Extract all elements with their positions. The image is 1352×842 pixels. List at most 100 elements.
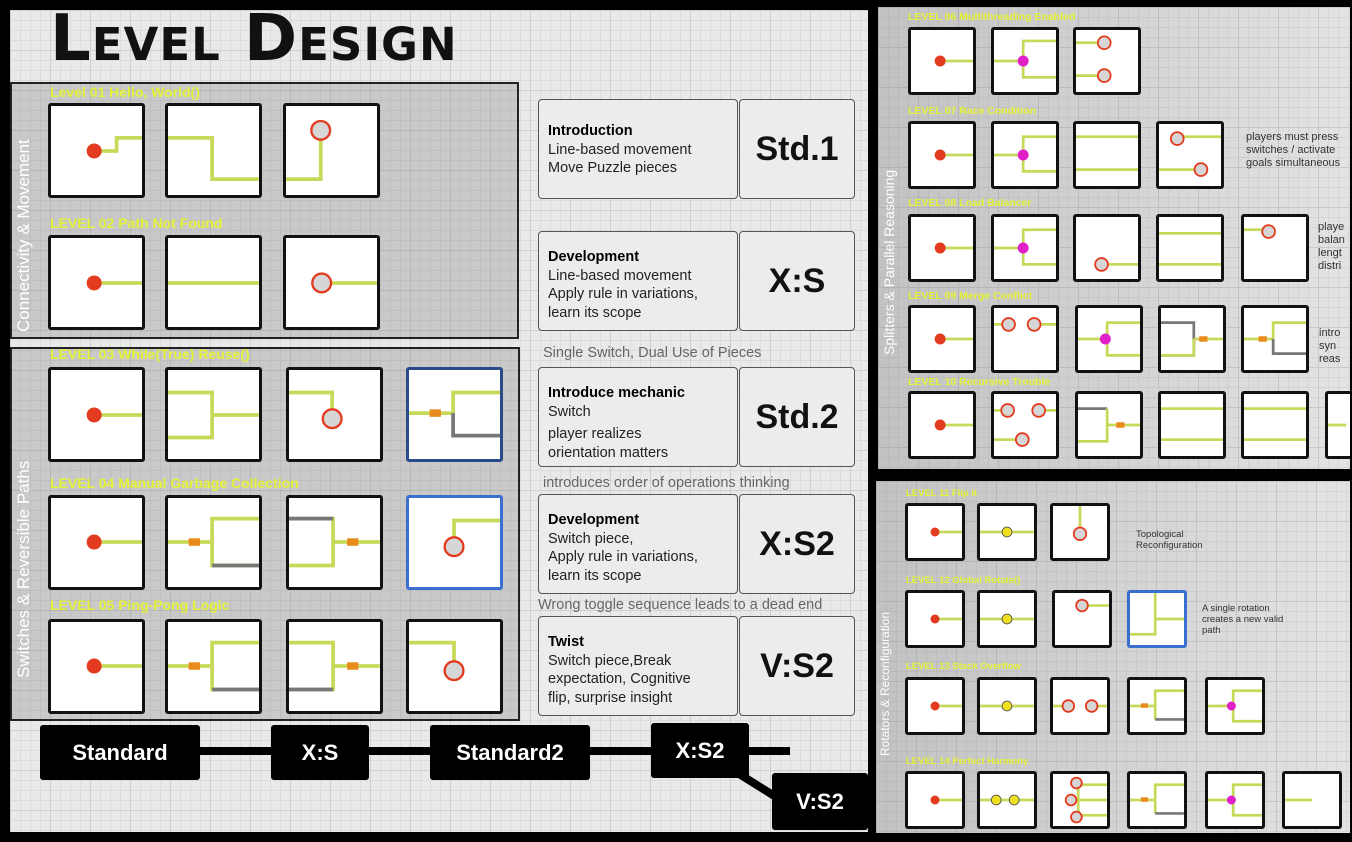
level-10-label: LEVEL 10 Recursive Trouble (908, 376, 1051, 388)
side-note: Topological Reconfiguration (1136, 529, 1203, 551)
side-note-line: playe (1318, 221, 1345, 233)
puzzle-cell (991, 121, 1059, 189)
puzzle-cell (1156, 121, 1224, 189)
stage-tag: Std.2 (739, 367, 855, 467)
stage-tag: X:S2 (739, 494, 855, 594)
description-line: learn its scope (548, 304, 642, 321)
flow-step-xs2: X:S2 (651, 723, 749, 778)
description-line: orientation matters (548, 444, 669, 461)
description-card: Development Line-based movement Apply ru… (538, 231, 738, 331)
puzzle-cell (1205, 771, 1265, 829)
flow-step-xs: X:S (271, 725, 369, 780)
side-note-line: creates a new valid (1202, 614, 1284, 625)
description-line: expectation, Cognitive (548, 671, 691, 687)
description-card: Introduction Line-based movement Move Pu… (538, 99, 738, 199)
left-panel: Level Design Connectivity & Movement Swi… (10, 10, 868, 832)
description-line: Move Puzzle pieces (548, 160, 677, 176)
puzzle-cell (1075, 305, 1143, 373)
puzzle-cell (48, 103, 145, 198)
puzzle-cell (991, 391, 1059, 459)
side-note-line: Topological (1136, 529, 1184, 540)
puzzle-cell (165, 103, 262, 198)
section-rotators-label: Rotators & Reconfiguration (878, 611, 892, 756)
side-note-line: reas (1319, 353, 1341, 365)
puzzle-cell (1073, 121, 1141, 189)
puzzle-cell (1156, 214, 1224, 282)
side-note-line: syn (1319, 340, 1337, 352)
description-card: Development Switch piece, Apply rule in … (538, 494, 738, 594)
puzzle-cell (977, 677, 1037, 735)
description-line: Apply rule in variations, (548, 286, 698, 302)
puzzle-cell-selected (406, 367, 503, 462)
description-title: Development (548, 249, 640, 265)
level-04-label: LEVEL 04 Manual Garbage Collection (50, 475, 299, 491)
puzzle-cell (1052, 590, 1112, 648)
side-note-line: Reconfiguration (1136, 540, 1203, 551)
flow-step-vs2: V:S2 (772, 773, 868, 830)
puzzle-cell (1050, 771, 1110, 829)
puzzle-cell (1158, 305, 1226, 373)
puzzle-cell (908, 305, 976, 373)
puzzle-cell (908, 27, 976, 95)
puzzle-cell (1205, 677, 1265, 735)
design-note: introduces order of operations thinking (543, 475, 790, 491)
description-line: Line-based movement (548, 267, 692, 284)
design-note: Single Switch, Dual Use of Pieces (543, 345, 762, 361)
side-note: players must press switches / activate g… (1246, 131, 1340, 170)
description-card: Introduce mechanic Switch player realize… (538, 367, 738, 467)
rotators-panel: Rotators & Reconfiguration LEVEL 11 Flip… (876, 481, 1350, 833)
puzzle-cell (905, 677, 965, 735)
description-title: Development (548, 512, 640, 528)
puzzle-cell (908, 214, 976, 282)
level-03-label: LEVEL 03 While(True) Reuse() (50, 346, 250, 362)
puzzle-cell (991, 305, 1059, 373)
level-14-label: LEVEL 14 Perfect Harmony (906, 756, 1029, 767)
flow-step-standard: Standard (40, 725, 200, 780)
puzzle-cell (908, 391, 976, 459)
side-note: playe balan lengt distri (1318, 221, 1345, 273)
puzzle-cell (1050, 503, 1110, 561)
description-title: Introduction (548, 123, 633, 139)
stage-tag: V:S2 (739, 616, 855, 716)
puzzle-cell (977, 503, 1037, 561)
side-note: intro syn reas (1319, 327, 1340, 366)
side-note-line: A single rotation (1202, 603, 1270, 614)
puzzle-cell (977, 590, 1037, 648)
puzzle-cell (908, 121, 976, 189)
puzzle-cell (48, 235, 145, 330)
level-07-label: LEVEL 07 Race Condition (908, 105, 1037, 117)
puzzle-cell (283, 103, 380, 198)
level-01-label: Level 01 Hello, World() (50, 84, 200, 100)
side-note-line: balan (1318, 234, 1345, 246)
level-09-label: LEVEL 09 Merge Conflict (908, 290, 1033, 302)
description-line: Switch piece, (548, 530, 634, 547)
side-note-line: players must press (1246, 131, 1339, 143)
puzzle-cell (905, 771, 965, 829)
level-13-label: LEVEL 13 Stack Overflow (906, 661, 1021, 672)
stage-tag: Std.1 (739, 99, 855, 199)
description-line: Apply rule in variations, (548, 549, 698, 565)
section-switches-label: Switches & Reversible Paths (14, 460, 33, 678)
puzzle-cell (286, 619, 383, 714)
side-note: A single rotation creates a new valid pa… (1202, 603, 1283, 636)
stage-tag: X:S (739, 231, 855, 331)
side-note-line: distri (1318, 260, 1342, 272)
puzzle-cell (1075, 391, 1143, 459)
puzzle-cell (1325, 391, 1350, 459)
splitters-panel: Splitters & Parallel Reasoning LEVEL 06 … (878, 7, 1350, 469)
puzzle-cell (1241, 391, 1309, 459)
puzzle-cell (406, 619, 503, 714)
puzzle-cell (1241, 214, 1309, 282)
description-line: player realizes (548, 426, 642, 442)
description-card: Twist Switch piece,Break expectation, Co… (538, 616, 738, 716)
section-connectivity-label: Connectivity & Movement (14, 139, 33, 332)
puzzle-cell (165, 235, 262, 330)
puzzle-cell (165, 495, 262, 590)
level-12-label: LEVEL 12 Global Rotate() (906, 575, 1021, 586)
side-note-line: lengt (1318, 247, 1342, 259)
puzzle-cell-selected (406, 495, 503, 590)
side-note-line: goals simultaneous (1246, 157, 1341, 169)
description-title: Twist (548, 634, 584, 650)
side-note-line: path (1202, 625, 1221, 636)
description-line: flip, surprise insight (548, 689, 673, 706)
